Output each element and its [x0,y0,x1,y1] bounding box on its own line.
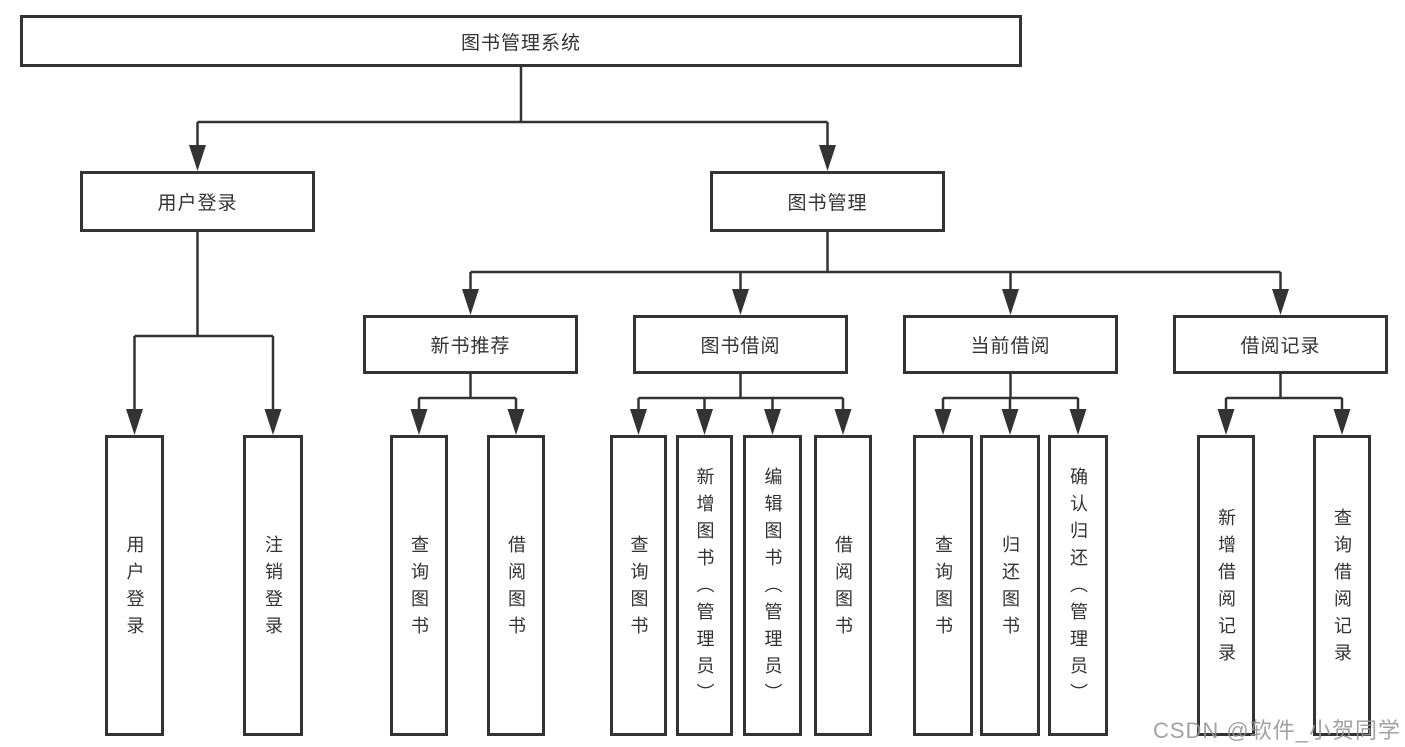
node-user-login: 用户登录 [80,171,315,232]
leaf-query-books-borrow: 查询图书 [610,435,667,736]
node-current-borrowing: 当前借阅 [903,315,1118,374]
node-book-management: 图书管理 [710,171,945,232]
leaf-add-borrow-record: 新增借阅记录 [1197,435,1255,736]
leaf-logout: 注销登录 [243,435,303,736]
leaf-query-borrow-record: 查询借阅记录 [1313,435,1371,736]
leaf-borrow-books-recommend: 借阅图书 [487,435,545,736]
node-borrowing-records: 借阅记录 [1173,315,1388,374]
leaf-edit-books-admin: 编辑图书（管理员） [743,435,802,736]
leaf-query-books-current: 查询图书 [913,435,973,736]
node-new-book-recommendation: 新书推荐 [363,315,578,374]
node-library-management-system: 图书管理系统 [20,15,1022,67]
csdn-watermark: CSDN @软件_小贺同学 [1152,718,1401,743]
node-book-borrowing: 图书借阅 [633,315,848,374]
leaf-add-books-admin: 新增图书（管理员） [676,435,733,736]
leaf-query-books-recommend: 查询图书 [390,435,448,736]
leaf-user-login: 用户登录 [105,435,164,736]
leaf-return-books: 归还图书 [980,435,1040,736]
leaf-confirm-return-admin: 确认归还（管理员） [1048,435,1108,736]
leaf-borrow-books: 借阅图书 [814,435,872,736]
